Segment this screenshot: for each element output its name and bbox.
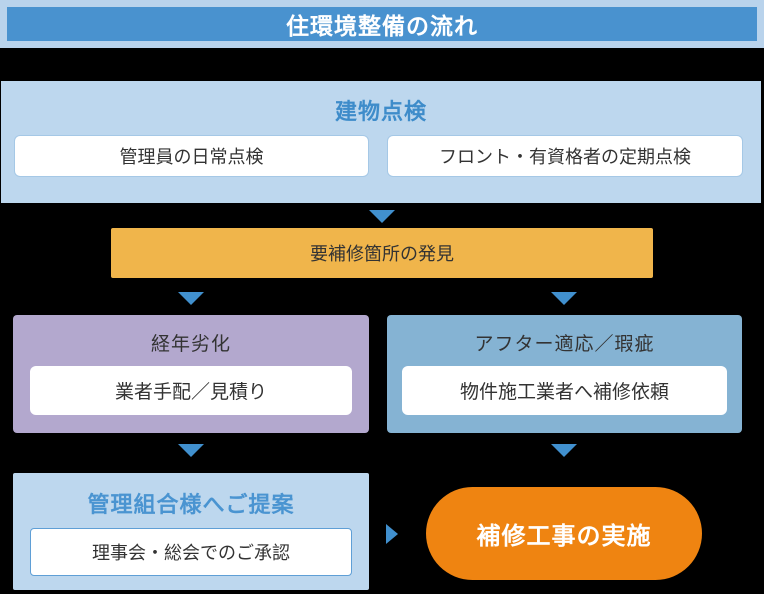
- proposal-section: 管理組合様へご提案 理事会・総会でのご承認: [13, 473, 369, 590]
- down-arrow-icon: [178, 444, 204, 457]
- aging-action-box: 業者手配／見積り: [30, 366, 352, 415]
- periodic-check-box: フロント・有資格者の定期点検: [387, 135, 743, 177]
- right-arrow-icon: [386, 524, 398, 544]
- down-arrow-icon: [178, 292, 204, 305]
- daily-check-box: 管理員の日常点検: [14, 135, 369, 177]
- down-arrow-icon: [369, 210, 395, 223]
- defect-section: アフター適応／瑕疵 物件施工業者へ補修依頼: [387, 315, 742, 433]
- down-arrow-icon: [551, 292, 577, 305]
- defect-action-box: 物件施工業者へ補修依頼: [402, 366, 727, 415]
- building-inspection-section: 建物点検 管理員の日常点検 フロント・有資格者の定期点検: [1, 81, 761, 203]
- building-inspection-title: 建物点検: [334, 99, 427, 124]
- page-title: 住環境整備の流れ: [7, 7, 757, 41]
- down-arrow-icon: [551, 444, 577, 457]
- discovery-bar: 要補修箇所の発見: [111, 228, 653, 278]
- defect-title: アフター適応／瑕疵: [474, 334, 655, 355]
- repair-pill: 補修工事の実施: [426, 487, 702, 580]
- proposal-title: 管理組合様へご提案: [87, 492, 295, 517]
- proposal-action-box: 理事会・総会でのご承認: [30, 528, 352, 576]
- header-bar: 住環境整備の流れ: [0, 0, 764, 48]
- aging-section: 経年劣化 業者手配／見積り: [13, 315, 369, 433]
- aging-title: 経年劣化: [150, 334, 231, 355]
